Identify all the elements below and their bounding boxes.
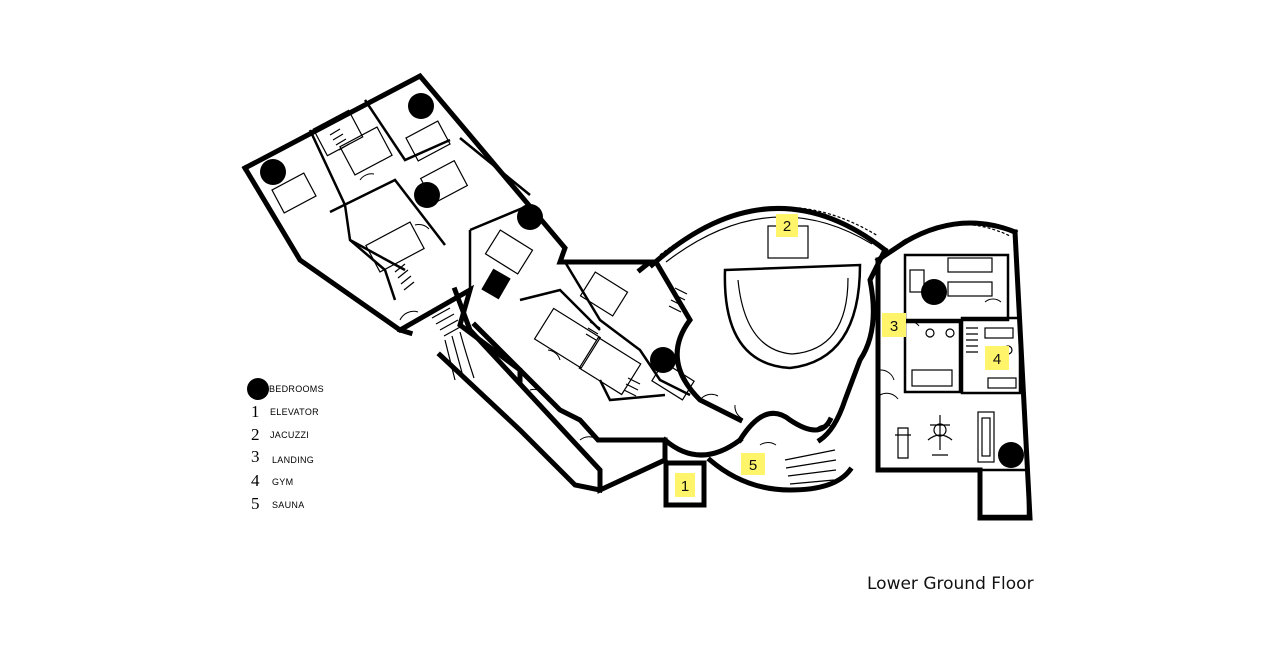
svg-text:5: 5 [749, 457, 757, 474]
bedroom-marker [517, 204, 543, 230]
legend-number: 1 [251, 402, 260, 421]
floor-caption: Lower Ground Floor [867, 574, 1034, 594]
legend-label: JACUZZI [270, 430, 309, 440]
legend-bedrooms-label: BEDROOMS [269, 384, 324, 394]
legend-label: SAUNA [272, 500, 305, 510]
legend-number: 4 [251, 471, 260, 490]
bedroom-marker [408, 93, 434, 119]
svg-text:2: 2 [783, 218, 791, 235]
west-staircase [431, 307, 475, 381]
svg-text:1: 1 [681, 478, 689, 495]
legend-label: GYM [272, 477, 293, 487]
east-wing [874, 220, 1033, 521]
legend-number: 2 [251, 425, 260, 444]
elevator-shaft [663, 460, 707, 508]
central-rotunda [648, 205, 889, 508]
svg-text:3: 3 [890, 318, 898, 335]
legend-bedroom-dot [247, 378, 269, 400]
jacuzzi-pool [723, 225, 862, 370]
legend: BEDROOMS 1 ELEVATOR 2 JACUZZI 3 LANDING … [247, 378, 324, 513]
room-tag-landing: 3 [882, 313, 906, 337]
bedroom-marker [260, 159, 286, 185]
west-wing [241, 72, 695, 494]
bedroom-marker [650, 347, 676, 373]
room-tag-gym: 4 [985, 346, 1009, 370]
bedroom-marker [414, 182, 440, 208]
gym-equipment [895, 411, 995, 463]
legend-number: 3 [251, 447, 260, 466]
room-tag-jacuzzi: 2 [776, 214, 798, 237]
legend-label: ELEVATOR [270, 407, 319, 417]
legend-label: LANDING [272, 455, 314, 465]
bedroom-markers [260, 93, 1024, 468]
legend-number: 5 [251, 494, 260, 513]
bedroom-marker [921, 279, 947, 305]
bedroom-marker [998, 442, 1024, 468]
svg-text:4: 4 [993, 351, 1001, 368]
room-tag-elevator: 1 [675, 473, 695, 497]
room-tag-sauna: 5 [741, 453, 765, 475]
